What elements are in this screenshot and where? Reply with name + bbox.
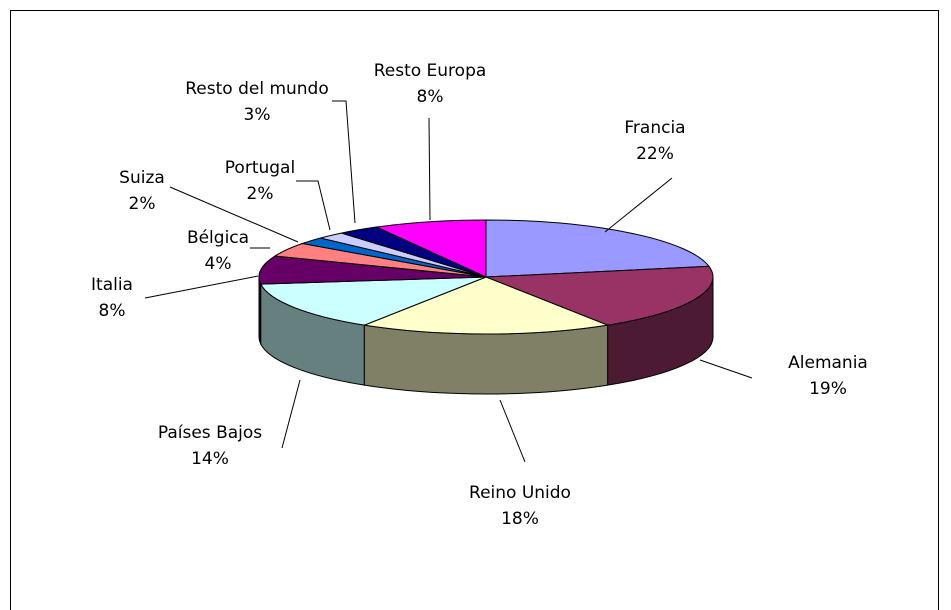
slice-side-reino-unido xyxy=(363,324,609,395)
leader-line-resto-europa xyxy=(428,117,431,221)
label-value-suiza: 2% xyxy=(129,194,156,214)
leader-line-suiza xyxy=(169,186,299,243)
leader-lines xyxy=(144,100,753,463)
label-value-resto-europa: 8% xyxy=(417,87,444,107)
pie-tops xyxy=(258,219,714,335)
slice-reino-unido xyxy=(362,276,610,335)
label-name-paises-bajos: Países Bajos xyxy=(158,423,262,443)
label-name-italia: Italia xyxy=(91,275,133,295)
label-name-resto-del-mundo: Resto del mundo xyxy=(185,79,329,99)
slice-alemania xyxy=(485,265,714,326)
label-name-francia: Francia xyxy=(624,118,685,138)
label-value-paises-bajos: 14% xyxy=(191,449,229,469)
leader-line-francia xyxy=(604,177,673,233)
leader-line-reino-unido xyxy=(499,399,526,463)
leader-line-resto-del-mundo xyxy=(332,100,356,224)
leader-line-alemania xyxy=(699,359,753,379)
label-value-alemania: 19% xyxy=(809,379,847,399)
label-name-portugal: Portugal xyxy=(225,158,295,178)
slice-italia xyxy=(258,255,487,285)
label-name-resto-europa: Resto Europa xyxy=(374,61,487,81)
label-value-resto-del-mundo: 3% xyxy=(244,105,271,125)
label-value-belgica: 4% xyxy=(205,254,232,274)
label-value-italia: 8% xyxy=(99,301,126,321)
label-name-suiza: Suiza xyxy=(119,168,165,188)
slice-francia xyxy=(485,219,710,278)
pie-sides xyxy=(258,276,714,395)
label-name-reino-unido: Reino Unido xyxy=(469,483,571,503)
leader-line-portugal xyxy=(296,180,331,231)
label-value-reino-unido: 18% xyxy=(501,509,539,529)
slice-paises-bajos xyxy=(259,276,487,326)
data-labels: Francia 22% Alemania 19% Reino Unido 18% Paíse… xyxy=(91,61,868,529)
label-name-alemania: Alemania xyxy=(788,353,868,373)
label-value-portugal: 2% xyxy=(247,184,274,204)
leader-line-paises-bajos xyxy=(281,379,301,449)
leader-line-italia xyxy=(144,275,259,299)
label-name-belgica: Bélgica xyxy=(187,228,249,248)
label-value-francia: 22% xyxy=(636,144,674,164)
slice-resto-europa xyxy=(374,219,487,278)
